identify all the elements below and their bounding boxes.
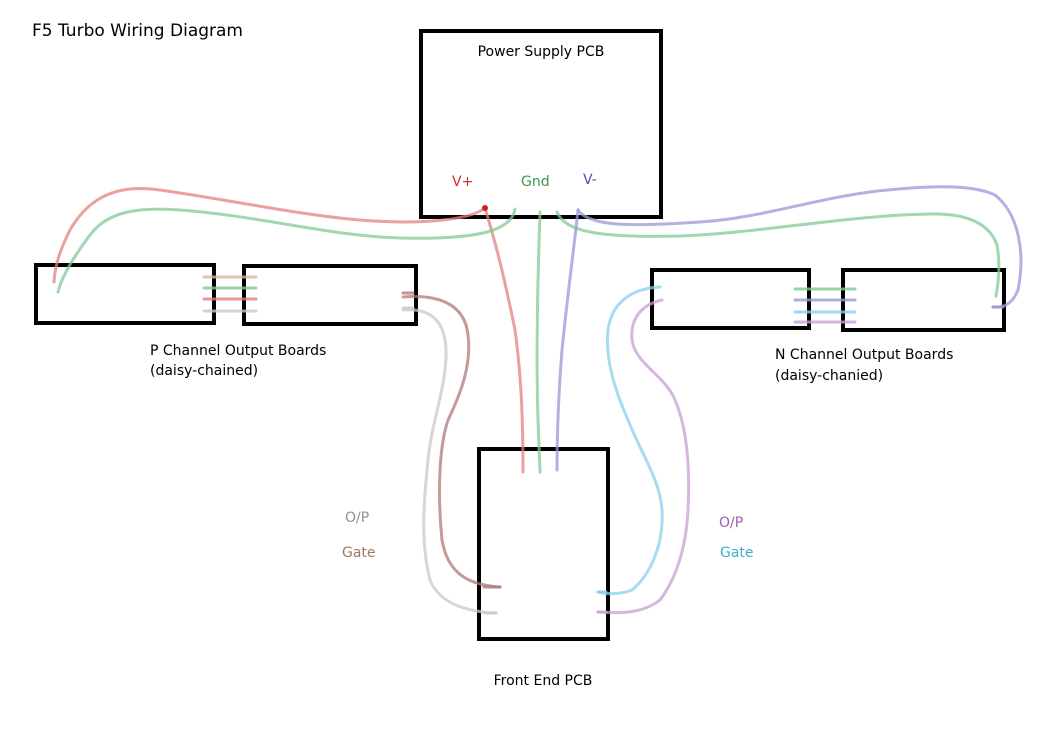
gnd-wire-to-p	[56, 207, 517, 294]
n-op-wire	[596, 298, 691, 615]
p-op-wire	[401, 308, 498, 615]
v-minus-wire-to-n	[576, 185, 1023, 309]
v-plus-junction	[482, 205, 488, 211]
op-label-left: O/P	[345, 510, 369, 526]
gnd-label: Gnd	[521, 174, 550, 190]
gate-label-right: Gate	[720, 545, 754, 561]
n-channel-board-2	[841, 268, 1006, 332]
p-gate-wire	[401, 295, 502, 589]
p-channel-board-1	[34, 263, 216, 325]
gate-label-left: Gate	[342, 545, 376, 561]
v-minus-wire-to-front	[555, 208, 580, 472]
v-minus-label: V-	[583, 172, 597, 188]
v-plus-wire-to-front	[483, 206, 525, 474]
front-end-label: Front End PCB	[494, 673, 593, 689]
n-channel-label-line2: (daisy-chanied)	[775, 368, 883, 384]
op-label-right: O/P	[719, 515, 743, 531]
n-channel-board-1	[650, 268, 811, 330]
n-gate-wire	[596, 285, 664, 596]
gnd-wire-to-front	[535, 210, 542, 474]
gnd-wire-to-n	[555, 210, 1001, 298]
v-plus-label: V+	[452, 174, 473, 190]
p-channel-label-line1: P Channel Output Boards	[150, 343, 326, 359]
power-supply-label: Power Supply PCB	[478, 44, 605, 60]
p-channel-label-line2: (daisy-chained)	[150, 363, 258, 379]
front-end-pcb	[477, 447, 610, 641]
n-channel-label-line1: N Channel Output Boards	[775, 347, 953, 363]
p-channel-board-2	[242, 264, 418, 326]
v-plus-wire-to-p	[52, 186, 487, 284]
diagram-title: F5 Turbo Wiring Diagram	[32, 21, 243, 41]
